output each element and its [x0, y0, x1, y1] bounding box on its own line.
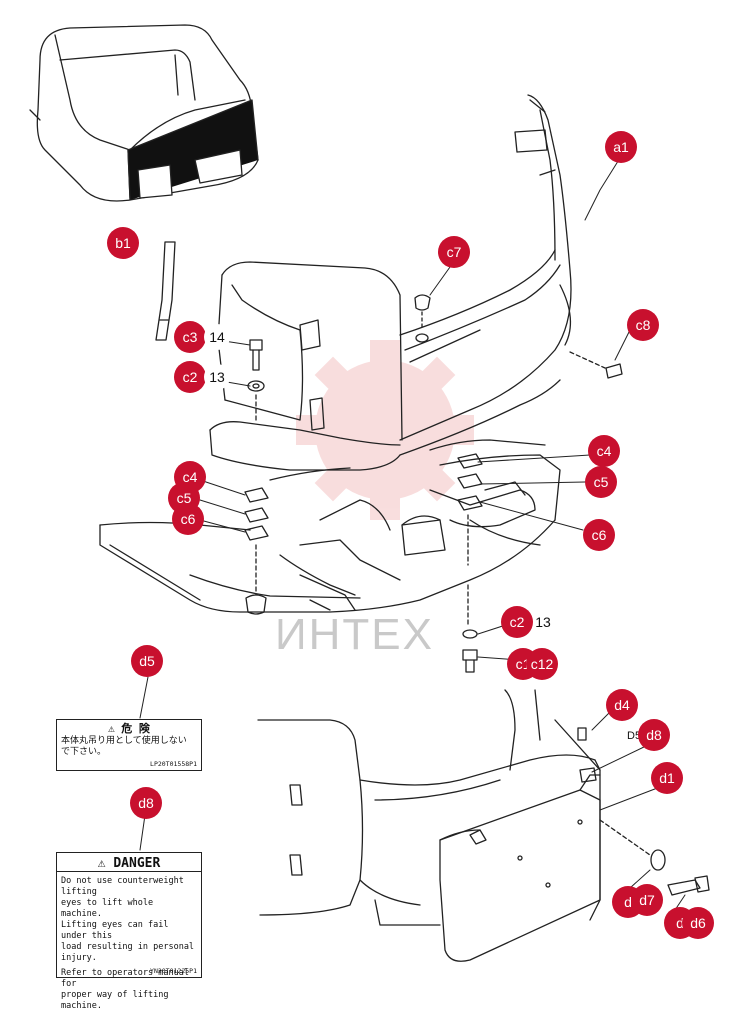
label-d8-line-6: proper way of lifting machine. — [61, 990, 169, 1011]
callout-d1[interactable]: d1 — [651, 762, 683, 794]
part-number-13-upper: 13 — [204, 364, 230, 390]
label-d8-title: ⚠ DANGER — [57, 856, 201, 872]
callout-d5[interactable]: d5 — [131, 645, 163, 677]
callout-d4[interactable]: d4 — [606, 689, 638, 721]
callout-c4-right[interactable]: c4 — [588, 435, 620, 467]
bracket-b1 — [155, 241, 176, 341]
watermark-gear-icon — [296, 340, 474, 520]
warning-label-d5: ⚠ 危 険 本体丸吊り用として使用しない で下さい。 LP20T01558P1 — [56, 719, 202, 771]
left-fastener-stack — [244, 339, 269, 615]
callout-d8-label[interactable]: d8 — [130, 787, 162, 819]
callout-d8-top[interactable]: d8 — [638, 719, 670, 751]
callout-a1[interactable]: a1 — [605, 131, 637, 163]
label-d8-line-5: Refer to operators manual for — [61, 968, 189, 989]
label-d5-line1: 本体丸吊り用として使用しない — [61, 736, 187, 746]
callout-d7[interactable]: d7 — [631, 884, 663, 916]
part-number-13-lower: 13 — [530, 609, 556, 635]
label-d8-line-4: load resulting in personal injury. — [61, 942, 195, 963]
label-d5-code: LP20T01558P1 — [150, 760, 197, 768]
watermark-text: ИНТЕХ — [275, 610, 434, 659]
label-d8-line-1: Do not use counterweight lifting — [61, 876, 184, 897]
callout-c12[interactable]: c12 — [526, 648, 558, 680]
callout-c2-upper[interactable]: c2 — [174, 361, 206, 393]
label-d5-line2: で下さい。 — [61, 747, 107, 757]
label-d5-title: ⚠ 危 険 — [108, 722, 150, 735]
callout-c6-right[interactable]: c6 — [583, 519, 615, 551]
callout-b1[interactable]: b1 — [107, 227, 139, 259]
callout-c7[interactable]: c7 — [438, 236, 470, 268]
side-step-cover — [209, 261, 403, 471]
label-d8-code: YN20T01225P1 — [150, 967, 197, 975]
callout-c2-lower[interactable]: c2 — [501, 606, 533, 638]
callout-d6[interactable]: d6 — [682, 907, 714, 939]
label-d8-line-2: eyes to lift whole machine. — [61, 898, 154, 919]
label-d8-line-3: Lifting eyes can fail under this — [61, 920, 169, 941]
label-d8-title-text: DANGER — [113, 856, 161, 871]
danger-label-d8: ⚠ DANGER Do not use counterweight liftin… — [56, 852, 202, 1011]
callout-c5-right[interactable]: c5 — [585, 466, 617, 498]
warning-triangle-icon: ⚠ — [97, 856, 106, 871]
frame-base — [99, 439, 561, 613]
machine-thumbnail — [29, 24, 259, 202]
part-number-14: 14 — [204, 324, 230, 350]
right-fastener-stack — [457, 453, 483, 673]
main-cover-a1 — [399, 94, 572, 456]
callout-c8[interactable]: c8 — [627, 309, 659, 341]
cap-c7-bolt-c8 — [414, 294, 623, 379]
tag-d5: D5 — [627, 730, 642, 742]
callout-c3[interactable]: c3 — [174, 321, 206, 353]
counterweight-assembly — [257, 689, 710, 962]
callout-c6-left[interactable]: c6 — [172, 503, 204, 535]
